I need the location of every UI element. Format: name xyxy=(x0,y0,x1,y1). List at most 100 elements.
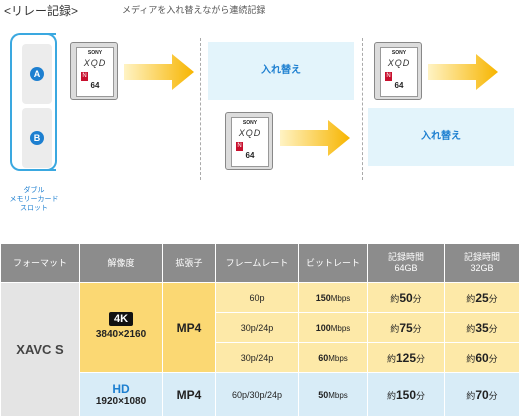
resolution-4k-cell: 4K 3840×2160 xyxy=(79,282,163,373)
card-brand: SONY xyxy=(242,120,258,126)
time-value: 75 xyxy=(399,320,413,335)
fps-cell: 30p/24p xyxy=(215,312,299,343)
card-logo: XQD xyxy=(238,128,262,138)
resolution-4k: 3840×2160 xyxy=(95,328,147,340)
time-value: 35 xyxy=(475,320,489,335)
time-suffix: 分 xyxy=(488,353,498,364)
table-row: XAVC S 4K 3840×2160 MP4 60p 150Mbps 約50分… xyxy=(0,282,520,417)
time-value: 25 xyxy=(475,290,489,305)
time-prefix: 約 xyxy=(386,390,396,401)
slot-caption-line: ダブル xyxy=(23,187,45,194)
slot-a-badge: A xyxy=(30,67,44,81)
time-suffix: 分 xyxy=(416,353,426,364)
format-cell: XAVC S xyxy=(0,282,80,417)
slot-caption: ダブル メモリーカード スロット xyxy=(6,186,62,213)
time-suffix: 分 xyxy=(488,390,498,401)
swap-label-2: 入れ替え xyxy=(368,108,514,166)
card-capacity: 64 xyxy=(394,81,404,90)
card-series: N xyxy=(385,72,392,81)
col-time-32-cap: 32GB xyxy=(470,263,494,273)
hd-logo: HD xyxy=(112,382,130,396)
col-time-32-label: 記録時間 xyxy=(463,252,500,262)
time-value: 50 xyxy=(399,290,413,305)
card-logo: XQD xyxy=(83,58,107,68)
section-title: <リレー記録> xyxy=(4,4,79,18)
extension-hd-cell: MP4 xyxy=(162,372,216,417)
table-header-row: フォーマット 解像度 拡張子 フレームレート ビットレート 記録時間 64GB … xyxy=(0,243,520,283)
time-prefix: 約 xyxy=(390,323,400,334)
table-row: 30p/24p 60Mbps 約125分 約60分 xyxy=(1,342,520,373)
bitrate-cell: 150Mbps xyxy=(298,282,368,313)
bitrate-value: 150 xyxy=(315,292,331,303)
card-logo: XQD xyxy=(387,58,411,68)
slot-b: B xyxy=(22,108,52,168)
extension-4k-cell: MP4 xyxy=(162,282,216,373)
slot-bracket-left xyxy=(10,33,56,171)
bitrate-unit: Mbps xyxy=(330,293,351,303)
bitrate-unit: Mbps xyxy=(328,390,348,400)
divider-2 xyxy=(362,38,363,180)
time-prefix: 約 xyxy=(390,293,400,304)
slot-a: A xyxy=(22,44,52,104)
time-suffix: 分 xyxy=(488,323,498,334)
time32-cell: 約35分 xyxy=(444,312,520,343)
slot-caption-line: メモリーカード xyxy=(9,196,59,203)
card-brand: SONY xyxy=(87,50,103,56)
col-extension: 拡張子 xyxy=(162,243,216,283)
arrow-right-icon xyxy=(280,120,350,156)
recording-time-table: フォーマット 解像度 拡張子 フレームレート ビットレート 記録時間 64GB … xyxy=(0,243,520,417)
bitrate-cell: 50Mbps xyxy=(298,372,368,417)
card-series: N xyxy=(81,72,88,81)
fps-cell: 60p/30p/24p xyxy=(215,372,299,417)
time64-cell: 約150分 xyxy=(367,372,445,417)
time32-cell: 約60分 xyxy=(444,342,520,373)
bitrate-value: 100 xyxy=(315,322,331,333)
table-row: 30p/24p 100Mbps 約75分 約35分 xyxy=(1,312,520,343)
memory-card-1: SONY XQD N 64 xyxy=(70,42,118,100)
time-suffix: 分 xyxy=(412,293,422,304)
col-time-64: 記録時間 64GB xyxy=(367,243,445,283)
col-time-64-label: 記録時間 xyxy=(387,252,424,262)
time-prefix: 約 xyxy=(466,293,476,304)
time64-cell: 約125分 xyxy=(367,342,445,373)
time-suffix: 分 xyxy=(416,390,426,401)
bitrate-value: 60 xyxy=(318,352,329,363)
slot-b-badge: B xyxy=(30,131,44,145)
col-framerate: フレームレート xyxy=(215,243,299,283)
time-value: 70 xyxy=(475,387,489,402)
memory-card-3: SONY XQD N 64 xyxy=(374,42,422,100)
slot-caption-line: スロット xyxy=(20,205,48,212)
col-time-64-cap: 64GB xyxy=(394,263,418,273)
bitrate-unit: Mbps xyxy=(328,353,348,363)
memory-card-2: SONY XQD N 64 xyxy=(225,112,273,170)
time-prefix: 約 xyxy=(466,353,476,364)
swap-label-1: 入れ替え xyxy=(208,42,354,100)
col-format: フォーマット xyxy=(0,243,80,283)
resolution-hd-cell: HD 1920×1080 xyxy=(79,372,163,417)
time32-cell: 約25分 xyxy=(444,282,520,313)
time-suffix: 分 xyxy=(488,293,498,304)
time64-cell: 約50分 xyxy=(367,282,445,313)
section-subtitle: メディアを入れ替えながら連続記録 xyxy=(122,5,266,15)
time-prefix: 約 xyxy=(386,353,396,364)
col-time-32: 記録時間 32GB xyxy=(444,243,520,283)
card-brand: SONY xyxy=(391,50,407,56)
time-prefix: 約 xyxy=(466,323,476,334)
time-value: 125 xyxy=(395,350,417,365)
col-resolution: 解像度 xyxy=(79,243,163,283)
fps-cell: 30p/24p xyxy=(215,342,299,373)
time32-cell: 約70分 xyxy=(444,372,520,417)
arrow-right-icon xyxy=(428,54,498,90)
divider-1 xyxy=(200,38,201,180)
card-capacity: 64 xyxy=(90,81,100,90)
arrow-right-icon xyxy=(124,54,194,90)
time64-cell: 約75分 xyxy=(367,312,445,343)
bitrate-unit: Mbps xyxy=(330,323,351,333)
card-capacity: 64 xyxy=(245,151,255,160)
card-series: N xyxy=(236,142,243,151)
col-bitrate: ビットレート xyxy=(298,243,368,283)
bitrate-cell: 100Mbps xyxy=(298,312,368,343)
time-suffix: 分 xyxy=(412,323,422,334)
time-prefix: 約 xyxy=(466,390,476,401)
resolution-hd: 1920×1080 xyxy=(95,396,147,407)
